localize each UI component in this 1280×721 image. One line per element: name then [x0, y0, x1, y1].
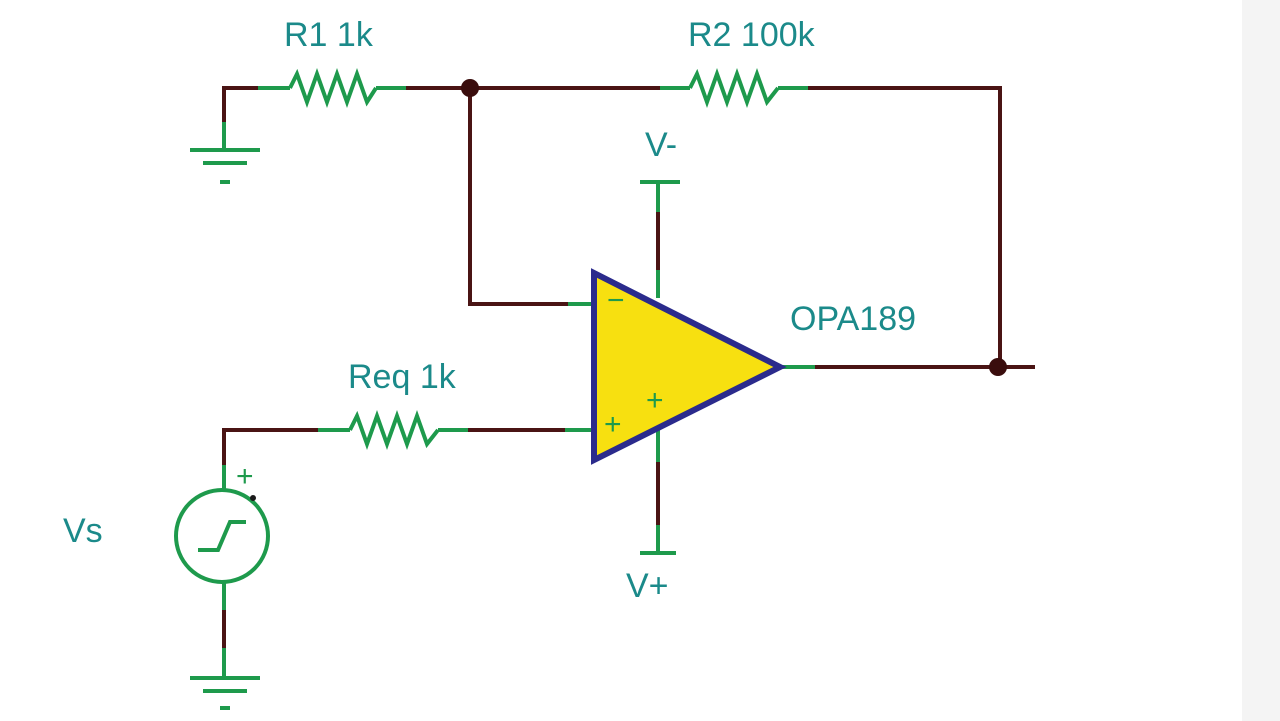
resistor-r2[interactable]	[688, 68, 780, 108]
ground-icon	[190, 676, 260, 710]
r2-label: R2 100k	[688, 16, 816, 54]
wire-r2-feedback	[808, 86, 1002, 367]
resistor-r1[interactable]	[288, 68, 378, 108]
wire-vs-to-req	[222, 428, 318, 465]
wires	[222, 86, 1035, 648]
ground-bottom	[190, 676, 260, 710]
opamp-triangle-icon	[591, 268, 787, 465]
resistor-icon	[288, 68, 378, 108]
r1-label: R1 1k	[284, 16, 374, 54]
step-voltage-source-icon	[174, 488, 270, 584]
voltage-source-vs[interactable]	[174, 488, 270, 584]
canvas-edge-strip	[1242, 0, 1280, 721]
vs-polarity-label: +	[236, 460, 254, 493]
vminus-label: V-	[645, 126, 677, 164]
junction-dot-icon	[461, 79, 479, 97]
wire-node-to-inverting	[468, 88, 568, 306]
vs-label: Vs	[63, 512, 103, 550]
opamp-label: OPA189	[790, 300, 916, 338]
wire-gnd1-to-r1	[222, 86, 258, 122]
vplus-label: V+	[626, 567, 669, 605]
opamp-opa189[interactable]: − + +	[591, 268, 787, 465]
ground-top	[190, 148, 260, 184]
component-leads	[222, 86, 815, 678]
ground-icon	[190, 148, 260, 184]
resistor-icon	[688, 68, 780, 108]
resistor-icon	[348, 410, 440, 450]
opamp-noninverting-symbol: +	[604, 408, 622, 441]
junction-dot-icon	[989, 358, 1007, 376]
vs-positive-pin-dot	[250, 495, 256, 501]
req-label: Req 1k	[348, 358, 457, 396]
schematic-svg: − + + R1 1k R2 100k Req 1k OPA189 V- V+ …	[63, 16, 1035, 710]
opamp-supply-plus-marker: +	[646, 384, 664, 417]
opamp-inverting-symbol: −	[607, 284, 625, 317]
resistor-req[interactable]	[348, 410, 440, 450]
